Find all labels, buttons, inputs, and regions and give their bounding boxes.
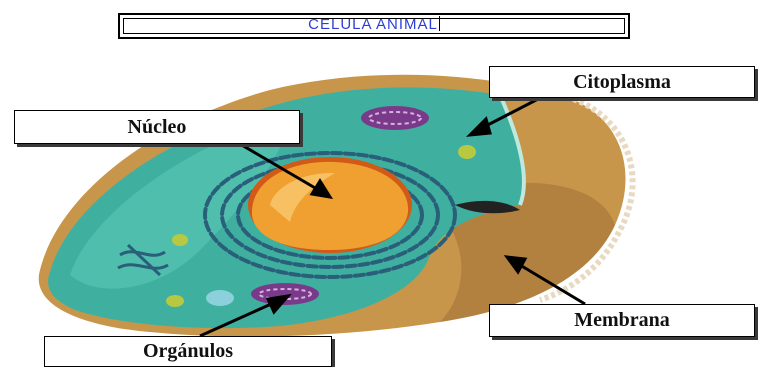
text-caret <box>439 16 440 31</box>
title-box[interactable]: CELULA ANIMAL <box>118 13 630 39</box>
label-nucleo: Núcleo <box>14 110 300 144</box>
lysosome-3 <box>166 295 184 307</box>
label-citoplasma: Citoplasma <box>489 66 755 98</box>
mitochondrion-top <box>361 106 429 130</box>
lysosome-1 <box>458 145 476 159</box>
page-title: CELULA ANIMAL <box>120 16 628 33</box>
label-membrana: Membrana <box>489 304 755 337</box>
lysosome-2 <box>172 234 188 246</box>
vacuole <box>206 290 234 306</box>
label-organulos: Orgánulos <box>44 336 332 367</box>
